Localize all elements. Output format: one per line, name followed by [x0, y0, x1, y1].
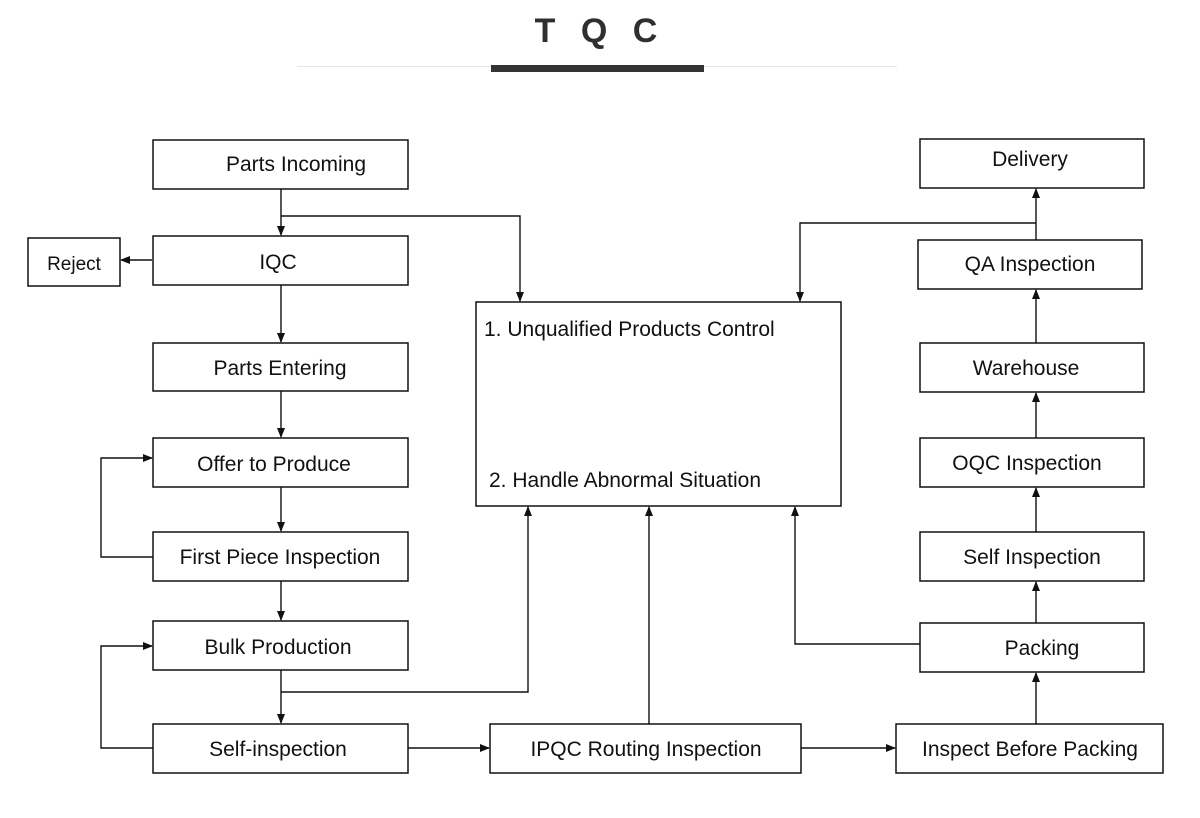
- arrow-first-piece-loop: [100, 454, 153, 558]
- label-parts-incoming: Parts Incoming: [226, 153, 366, 176]
- box-parts-entering: Parts Entering: [152, 342, 409, 392]
- box-reject: Reject: [27, 237, 121, 287]
- page-title: T Q C: [534, 12, 666, 50]
- label-oqc-inspection: OQC Inspection: [952, 452, 1101, 475]
- label-handle-abnormal-situation: 2. Handle Abnormal Situation: [489, 469, 761, 492]
- box-warehouse: Warehouse: [919, 342, 1145, 393]
- box-first-piece-inspection: First Piece Inspection: [152, 531, 409, 582]
- connectors: [100, 188, 1040, 752]
- box-self-inspection-right: Self Inspection: [919, 531, 1145, 582]
- label-bulk-production: Bulk Production: [204, 636, 351, 659]
- label-first-piece-inspection: First Piece Inspection: [180, 546, 381, 569]
- label-warehouse: Warehouse: [973, 357, 1080, 380]
- box-packing: Packing: [919, 622, 1145, 673]
- box-bulk-production: Bulk Production: [152, 620, 409, 671]
- label-unqualified-products-control: 1. Unqualified Products Control: [484, 318, 775, 341]
- box-qa-inspection: QA Inspection: [917, 239, 1143, 290]
- box-iqc: IQC: [152, 235, 409, 286]
- label-ipqc-routing-inspection: IPQC Routing Inspection: [530, 738, 761, 761]
- arrow-packing-to-control: [791, 506, 920, 645]
- label-qa-inspection: QA Inspection: [965, 253, 1096, 276]
- arrow-self-loop: [100, 642, 153, 749]
- label-self-inspection-left: Self-inspection: [209, 738, 347, 761]
- label-inspect-before-packing: Inspect Before Packing: [922, 738, 1138, 761]
- box-parts-incoming: Parts Incoming: [152, 139, 409, 190]
- label-reject: Reject: [47, 254, 102, 275]
- label-packing: Packing: [1005, 637, 1080, 660]
- box-self-inspection-left: Self-inspection: [152, 723, 409, 774]
- label-parts-entering: Parts Entering: [213, 357, 346, 380]
- label-self-inspection-right: Self Inspection: [963, 546, 1101, 569]
- label-delivery: Delivery: [992, 148, 1068, 171]
- box-delivery: Delivery: [919, 138, 1145, 189]
- title-underline-bar: [491, 65, 704, 72]
- box-inspect-before-packing: Inspect Before Packing: [895, 723, 1164, 774]
- label-iqc: IQC: [259, 251, 296, 274]
- label-offer-to-produce: Offer to Produce: [197, 453, 351, 476]
- box-quality-control: 1. Unqualified Products Control 2. Handl…: [475, 301, 842, 507]
- box-ipqc-routing-inspection: IPQC Routing Inspection: [489, 723, 802, 774]
- arrow-qa-to-control: [796, 222, 1036, 302]
- arrow-bulk-to-control: [281, 506, 532, 693]
- box-offer-to-produce: Offer to Produce: [152, 437, 409, 488]
- arrow-incoming-to-control: [281, 215, 524, 302]
- box-oqc-inspection: OQC Inspection: [919, 437, 1145, 488]
